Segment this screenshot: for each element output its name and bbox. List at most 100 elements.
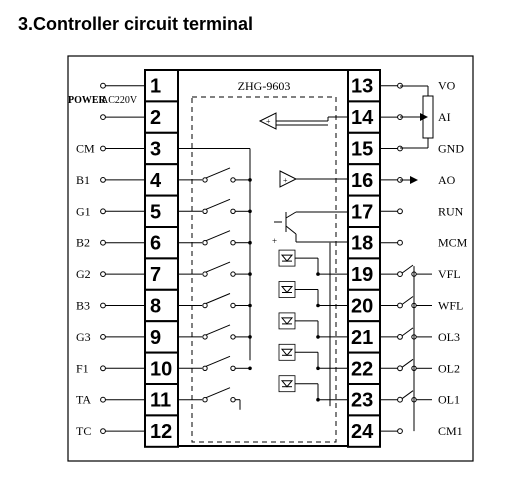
left-terminal-9: 9 G3: [76, 320, 179, 354]
terminal-number: 18: [351, 233, 373, 255]
optocoupler-icon: [278, 312, 432, 340]
terminal-label: B1: [76, 173, 90, 187]
chip-label: ZHG-9603: [238, 79, 291, 93]
terminal-label: OL3: [438, 330, 460, 344]
relay-switch: [178, 293, 252, 309]
terminal-number: 21: [351, 327, 373, 349]
svg-text:+: +: [283, 176, 288, 185]
terminal-label: TA: [76, 393, 91, 407]
connector-dot: [100, 271, 106, 278]
left-terminal-7: 7G2: [76, 257, 179, 291]
terminal-box: [347, 69, 381, 103]
optocoupler-icon: [278, 281, 432, 309]
potentiometer-symbol: [400, 85, 434, 149]
connector-dot: [100, 428, 106, 435]
terminal-number: 14: [351, 107, 374, 129]
left-terminal-2: 2: [100, 100, 179, 134]
terminal-number: 11: [150, 390, 171, 412]
terminal-number: 5: [150, 201, 161, 223]
connector-dot: [397, 396, 403, 403]
terminal-label: MCM: [438, 236, 468, 250]
relay-switch: [178, 324, 252, 340]
left-terminal-1: 1: [100, 69, 179, 103]
terminal-number: 23: [351, 390, 373, 412]
page-title: 3.Controller circuit terminal: [18, 14, 254, 34]
connector-dot: [100, 145, 106, 152]
terminal-label: RUN: [438, 204, 464, 218]
terminal-label: VO: [438, 79, 456, 93]
terminal-number: 1: [150, 76, 161, 98]
connector-dot: [100, 239, 106, 246]
right-terminal-23: 23 OL1: [347, 383, 460, 417]
optocoupler-icon: [278, 249, 432, 277]
connector-dot: [100, 302, 106, 309]
right-terminal-14: 14 AI: [347, 100, 451, 134]
connector-dot: [100, 396, 106, 403]
board-outline: [67, 55, 474, 462]
left-terminal-8: 8 B3: [76, 288, 179, 323]
terminal-label: G3: [76, 330, 91, 344]
terminal-box: [347, 414, 381, 448]
connector-dot: [397, 271, 403, 278]
terminal-number: 22: [351, 358, 373, 380]
connector-dot: [397, 302, 403, 309]
svg-text:+: +: [272, 236, 277, 246]
terminal-label: OL2: [438, 361, 460, 375]
connector-dot: [100, 334, 106, 340]
terminal-number: 2: [150, 107, 161, 129]
svg-text:+: +: [266, 117, 271, 126]
right-terminal-22: 22 OL2: [347, 351, 460, 386]
terminal-number: 10: [150, 358, 172, 380]
terminal-number: 9: [150, 327, 161, 349]
connector-dot: [100, 177, 106, 183]
relay-switch: [178, 261, 252, 277]
left-terminal-11: 11 TA: [76, 383, 179, 417]
terminal-number: 13: [351, 76, 373, 98]
terminal-box: [347, 100, 381, 134]
left-terminal-10: 10 F1: [76, 351, 179, 386]
connector-dot: [397, 334, 403, 340]
optocoupler-icon: [278, 375, 432, 403]
optocoupler-inputs: [278, 242, 432, 432]
terminal-number: 3: [150, 139, 161, 161]
terminal-number: 8: [150, 296, 161, 318]
terminal-number: 17: [351, 201, 373, 223]
internal-relay-switches: [178, 148, 252, 410]
terminal-number: 19: [351, 264, 373, 286]
terminal-label: F1: [76, 361, 89, 375]
connector-dot: [100, 365, 106, 372]
connector-dot: [397, 365, 403, 372]
terminal-number: 4: [150, 170, 162, 192]
right-terminal-13: 13 VO: [347, 69, 456, 103]
terminal-label: B2: [76, 236, 90, 250]
right-terminal-18: 18 MCM: [347, 226, 468, 260]
terminal-number: 6: [150, 233, 161, 255]
power-label: POWER: [68, 95, 107, 106]
terminal-label: TC: [76, 424, 91, 438]
right-terminal-19: 19 VFL: [347, 257, 461, 291]
relay-switch: [178, 355, 252, 371]
left-terminal-4: 4 B1: [76, 163, 179, 197]
chip-body: [144, 69, 381, 447]
connector-dot: [100, 208, 106, 215]
chip-dashed-box: [191, 96, 337, 443]
terminal-label: VFL: [438, 267, 461, 281]
terminal-label: AI: [438, 110, 451, 124]
terminal-label: OL1: [438, 393, 460, 407]
terminal-number: 24: [351, 421, 374, 443]
ao-output-amplifier-icon: +: [279, 170, 418, 188]
ac220v-label: AC220V: [101, 95, 138, 106]
terminal-label: AO: [438, 173, 456, 187]
terminal-box: [347, 163, 381, 197]
right-terminal-17: 17 RUN: [347, 194, 464, 229]
terminal-label: CM1: [438, 424, 463, 438]
connector-dot: [397, 428, 403, 435]
connector-dot: [100, 82, 106, 89]
connector-dot: [100, 114, 106, 120]
terminal-label: B3: [76, 299, 90, 313]
connector-dot: [397, 208, 403, 215]
